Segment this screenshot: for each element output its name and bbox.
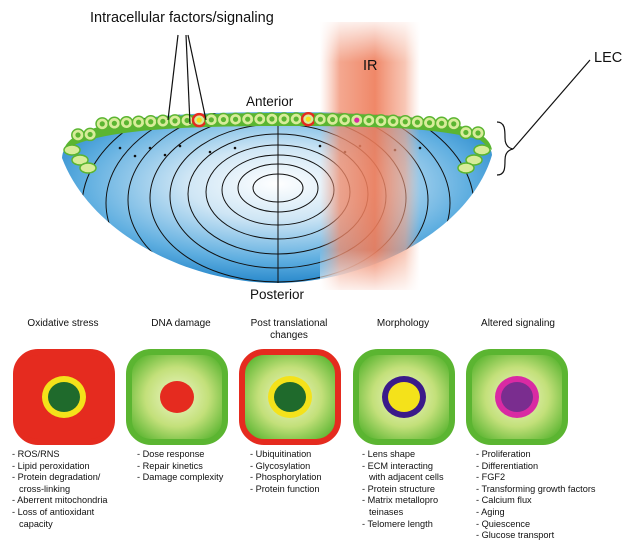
intracellular-label: Intracellular factors/signaling <box>90 10 274 26</box>
lec-cell <box>132 116 144 128</box>
cell-panels <box>16 352 565 442</box>
list-item: - Protein function <box>250 484 322 496</box>
list-oxidative-stress: - ROS/RNS - Lipid peroxidation - Protein… <box>12 449 108 530</box>
lec-cell <box>351 114 363 126</box>
list-item: - Aberrent mitochondria <box>12 495 108 507</box>
lec-cell <box>193 114 205 126</box>
list-item: - Dose response <box>137 449 223 461</box>
ir-label: IR <box>363 58 378 74</box>
cell-post-translational <box>242 352 338 442</box>
lec-cell <box>411 116 423 128</box>
nucleus <box>388 382 420 412</box>
list-item: cross-linking <box>12 484 108 496</box>
lec-cell <box>460 126 472 138</box>
list-item: with adjacent cells <box>362 472 444 484</box>
anterior-label: Anterior <box>246 94 293 109</box>
list-item: - Calcium flux <box>476 495 595 507</box>
list-item: - Matrix metallopro <box>362 495 444 507</box>
bow-cell <box>458 163 474 173</box>
cell-morphology <box>356 352 452 442</box>
category-title-dna-damage: DNA damage <box>126 318 236 330</box>
lec-cell <box>217 114 229 126</box>
lec-cell <box>448 118 460 130</box>
list-item: - Ubiquitination <box>250 449 322 461</box>
list-item: - Aging <box>476 507 595 519</box>
lec-cell <box>108 117 120 129</box>
lec-label: LEC <box>594 50 622 66</box>
category-title-morphology: Morphology <box>348 318 458 330</box>
list-item: - Lens shape <box>362 449 444 461</box>
category-title-post-translational: Post translational changes <box>234 318 344 342</box>
bow-cell <box>80 163 96 173</box>
lec-cell <box>96 118 108 130</box>
list-item: - Protein degradation/ <box>12 472 108 484</box>
lec-cell <box>290 113 302 125</box>
lec-bracket <box>497 60 590 175</box>
list-item: - Repair kinetics <box>137 461 223 473</box>
list-post-translational: - Ubiquitination - Glycosylation - Phosp… <box>250 449 322 495</box>
lec-cell <box>375 115 387 127</box>
cell-altered-signaling <box>469 352 565 442</box>
nucleus <box>501 382 533 412</box>
lec-cell <box>84 128 96 140</box>
list-item: - Proliferation <box>476 449 595 461</box>
lec-cell <box>326 114 338 126</box>
lec-cell <box>435 117 447 129</box>
nucleus <box>160 381 194 413</box>
list-item: - Glucose transport <box>476 530 595 542</box>
list-item: - Protein structure <box>362 484 444 496</box>
list-item: teinases <box>362 507 444 519</box>
bow-cell <box>64 145 80 155</box>
lec-cell <box>423 117 435 129</box>
list-item: - Quiescence <box>476 519 595 531</box>
lec-cell <box>145 116 157 128</box>
cell-oxidative-stress <box>16 352 112 442</box>
lec-cell <box>169 115 181 127</box>
lec-cell <box>314 113 326 125</box>
lec-cell <box>72 129 84 141</box>
intracellular-pointers <box>168 35 206 124</box>
lec-cell <box>205 114 217 126</box>
lec-cell <box>120 117 132 129</box>
lec-cell <box>157 115 169 127</box>
list-item: - Loss of antioxidant <box>12 507 108 519</box>
lec-cell <box>472 127 484 139</box>
lec-cell <box>241 113 253 125</box>
lec-cell <box>266 113 278 125</box>
lec-cell <box>302 113 314 125</box>
lec-cell <box>363 114 375 126</box>
lec-cell <box>387 115 399 127</box>
list-item: capacity <box>12 519 108 531</box>
list-item: - Differentiation <box>476 461 595 473</box>
lec-cell <box>278 113 290 125</box>
lec-cell <box>338 114 350 126</box>
lec-cell <box>229 113 241 125</box>
list-item: - Phosphorylation <box>250 472 322 484</box>
nucleus <box>274 382 306 412</box>
list-item: - Transforming growth factors <box>476 484 595 496</box>
list-dna-damage: - Dose response - Repair kinetics - Dama… <box>137 449 223 484</box>
category-title-oxidative-stress: Oxidative stress <box>8 318 118 330</box>
list-altered-signaling: - Proliferation - Differentiation - FGF2… <box>476 449 595 542</box>
list-item: - FGF2 <box>476 472 595 484</box>
lec-cell <box>181 114 193 126</box>
list-item: - Damage complexity <box>137 472 223 484</box>
list-item: - Telomere length <box>362 519 444 531</box>
list-item: - ECM interacting <box>362 461 444 473</box>
lec-cell <box>254 113 266 125</box>
list-item: - Lipid peroxidation <box>12 461 108 473</box>
list-morphology: - Lens shape - ECM interacting with adja… <box>362 449 444 530</box>
category-title-altered-signaling: Altered signaling <box>463 318 573 330</box>
cell-dna-damage <box>129 352 225 442</box>
list-item: - Glycosylation <box>250 461 322 473</box>
bow-cell <box>474 145 490 155</box>
posterior-label: Posterior <box>250 287 304 302</box>
list-item: - ROS/RNS <box>12 449 108 461</box>
nucleus <box>48 382 80 412</box>
lec-cell <box>399 116 411 128</box>
